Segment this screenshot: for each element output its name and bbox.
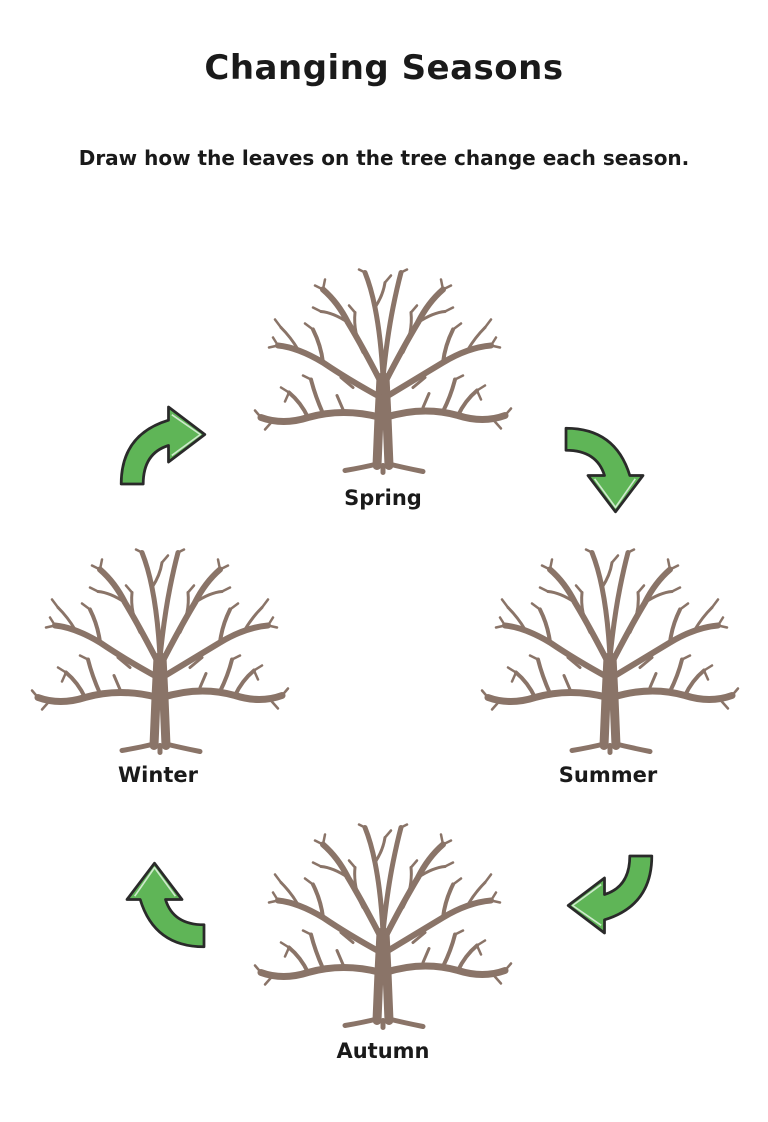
spring-label: Spring [344, 486, 422, 510]
page-title: Changing Seasons [204, 48, 564, 88]
curved-arrow-icon [108, 385, 218, 495]
winter-tree-icon [30, 545, 290, 760]
summer-tree-icon [480, 545, 740, 760]
curved-arrow-icon [105, 850, 215, 960]
curved-arrow-icon [555, 415, 665, 525]
spring-tree-icon [253, 265, 513, 480]
autumn-tree-icon [253, 820, 513, 1035]
winter-label: Winter [118, 763, 198, 787]
summer-label: Summer [558, 763, 658, 787]
autumn-label: Autumn [336, 1039, 430, 1063]
instructions: Draw how the leaves on the tree change e… [78, 146, 690, 170]
curved-arrow-icon [555, 845, 665, 955]
